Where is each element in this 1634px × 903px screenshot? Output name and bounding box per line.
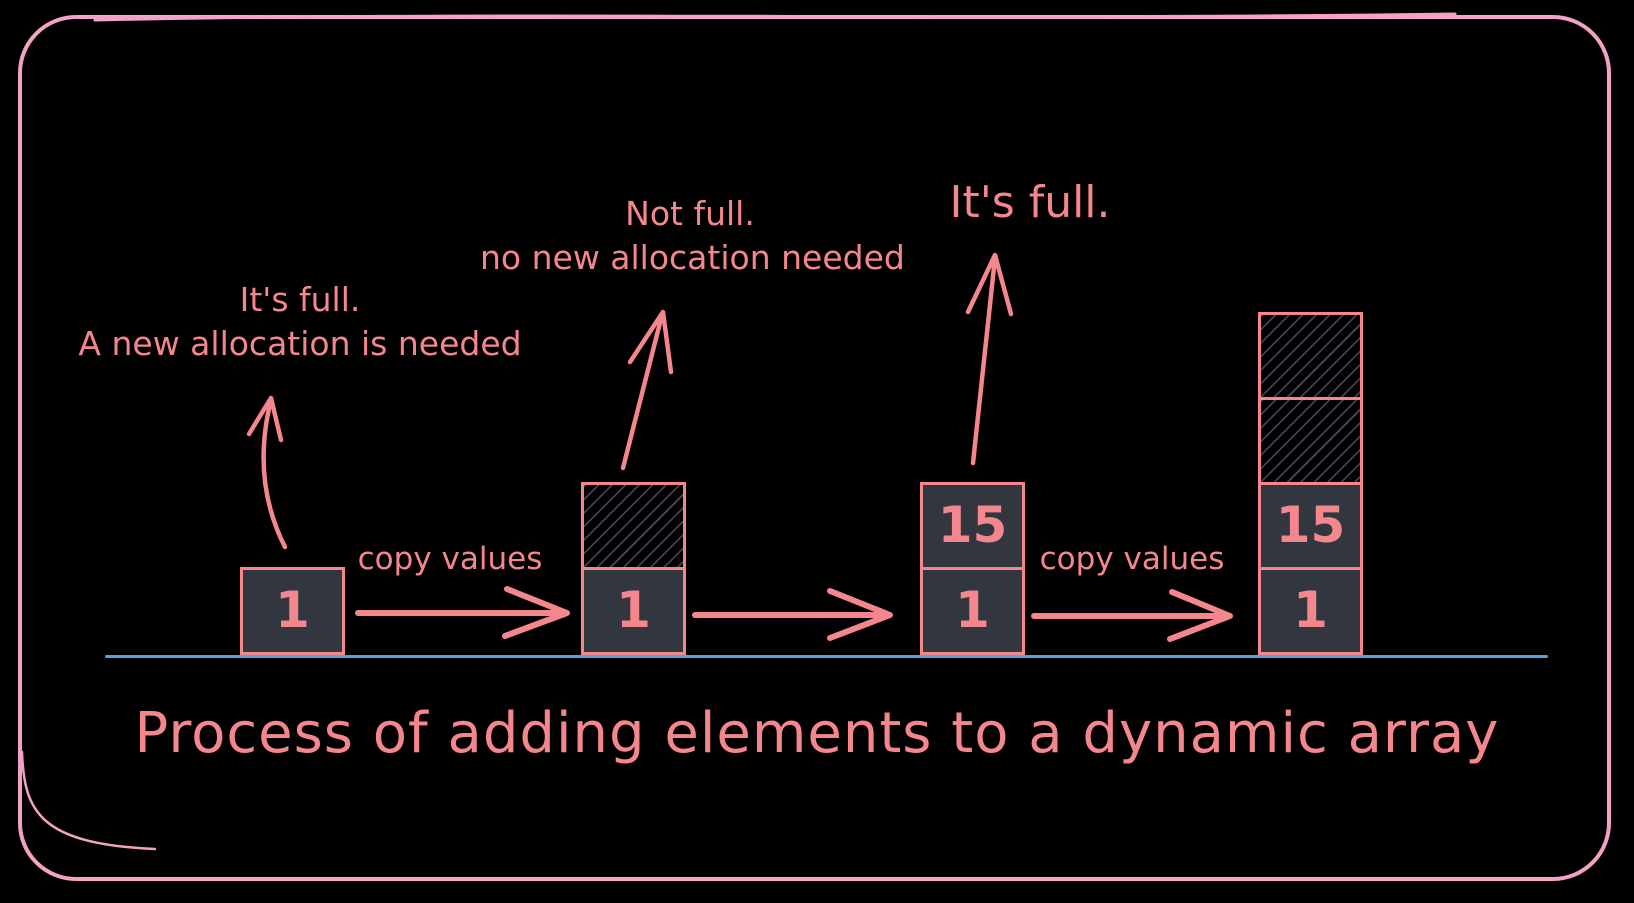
annotation-line: Not full. xyxy=(625,194,755,233)
array-stage-2: 1 xyxy=(581,482,686,655)
array-cell-empty xyxy=(581,482,686,570)
ground-line xyxy=(105,655,1548,658)
array-cell-empty xyxy=(1258,397,1363,485)
cell-value-text: 1 xyxy=(1293,581,1328,639)
cell-value-text: 1 xyxy=(955,581,990,639)
cell-value-text: 1 xyxy=(275,581,310,639)
array-cell-value: 1 xyxy=(581,567,686,655)
diagram-title: Process of adding elements to a dynamic … xyxy=(134,701,1500,766)
array-cell-value: 15 xyxy=(920,482,1025,570)
array-cell-value: 15 xyxy=(1258,482,1363,570)
copy-values-label-2: copy values xyxy=(1039,541,1225,577)
annotation-line: It's full. xyxy=(949,177,1111,228)
cell-value-text: 15 xyxy=(937,496,1008,554)
copy-values-label-1: copy values xyxy=(357,541,543,577)
annotation-line: It's full. xyxy=(239,280,361,319)
annotation-not-full: Not full. no new allocation needed xyxy=(480,192,905,280)
array-cell-value: 1 xyxy=(240,567,345,655)
cell-value-text: 15 xyxy=(1275,496,1346,554)
array-stage-4: 15 1 xyxy=(1258,312,1363,655)
array-cell-value: 1 xyxy=(1258,567,1363,655)
array-cell-empty xyxy=(1258,312,1363,400)
array-stage-3: 15 1 xyxy=(920,482,1025,655)
annotation-line: A new allocation is needed xyxy=(78,324,522,363)
array-stage-1: 1 xyxy=(240,567,345,655)
annotation-its-full-1: It's full. A new allocation is needed xyxy=(60,278,540,366)
annotation-line: no new allocation needed xyxy=(480,238,905,277)
cell-value-text: 1 xyxy=(616,581,651,639)
array-cell-value: 1 xyxy=(920,567,1025,655)
annotation-its-full-2: It's full. xyxy=(905,178,1155,228)
